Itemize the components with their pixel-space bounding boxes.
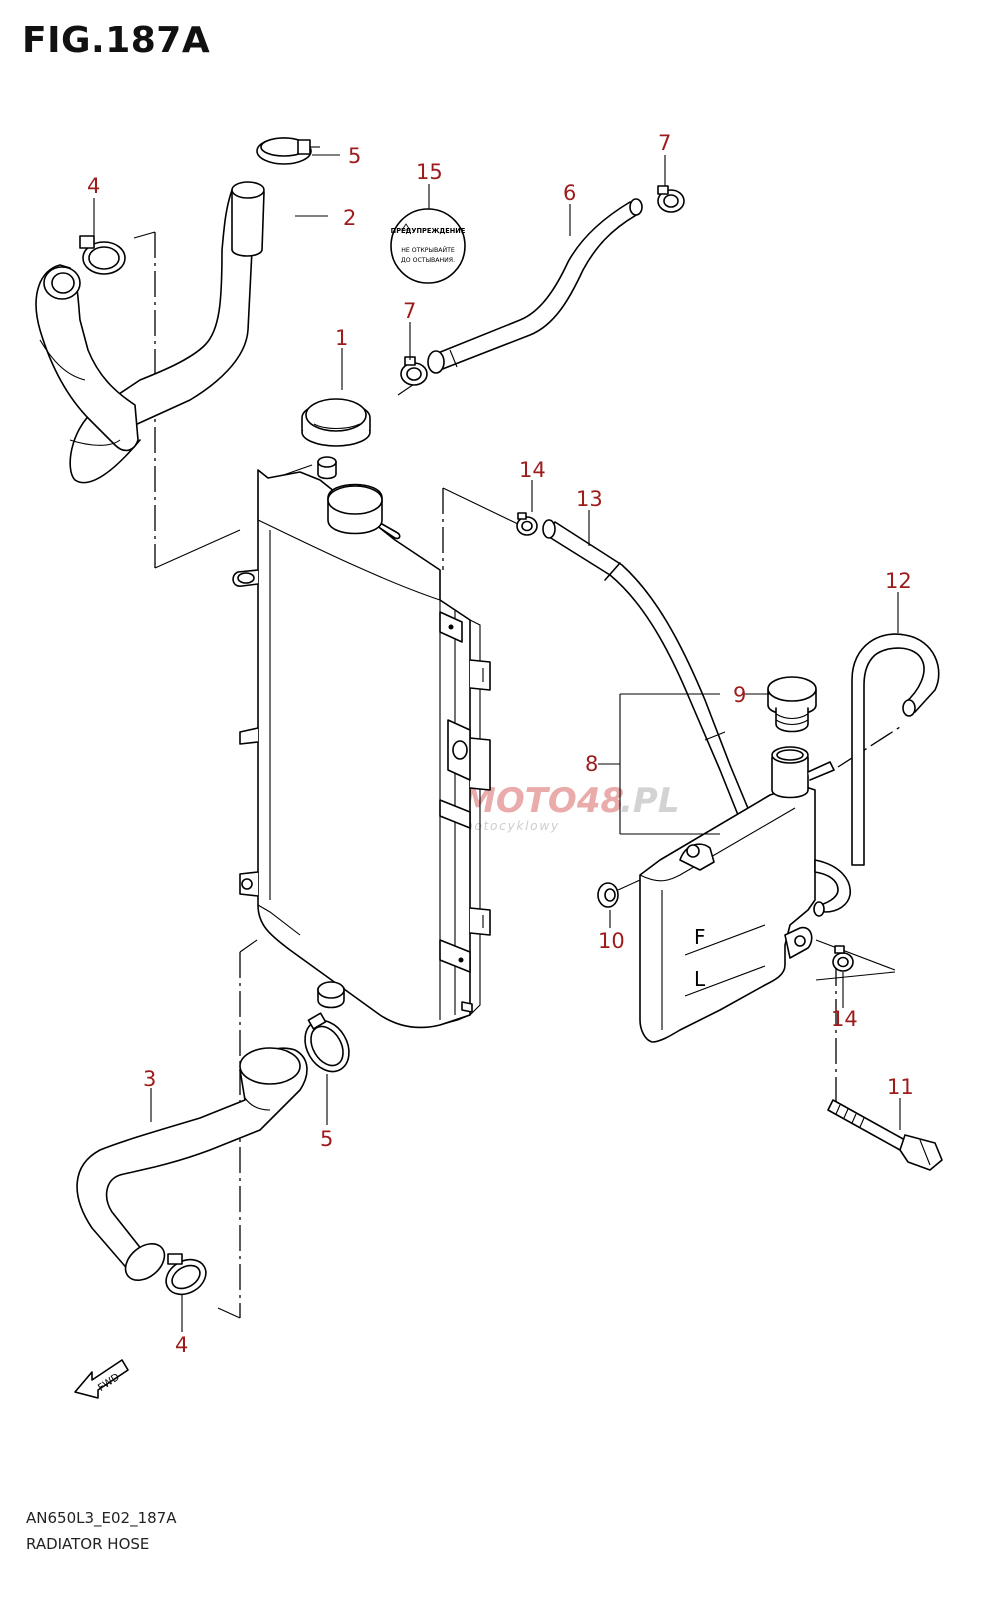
reservoir-cap bbox=[767, 676, 817, 733]
warning-triangle-icon bbox=[401, 223, 411, 231]
figure-title: FIG.187A bbox=[22, 20, 211, 61]
callout-10: 10 bbox=[598, 929, 625, 953]
callout-14-bottom: 14 bbox=[831, 1007, 858, 1031]
coolant-reservoir-tank: F L bbox=[639, 746, 851, 1043]
caution-line-1: ПРЕДУПРЕЖДЕНИЕ bbox=[391, 227, 466, 235]
hose-clamp-upper-left bbox=[79, 235, 126, 275]
callout-3: 3 bbox=[143, 1067, 156, 1091]
callout-15: 15 bbox=[416, 160, 443, 184]
radiator-cap bbox=[301, 398, 371, 447]
callout-8: 8 bbox=[585, 752, 598, 776]
mounting-bolt bbox=[827, 1099, 943, 1171]
rubber-grommet bbox=[597, 879, 641, 908]
hose-clip-14-bottom bbox=[832, 945, 854, 972]
callout-2: 2 bbox=[343, 206, 356, 230]
callout-5-top: 5 bbox=[348, 144, 361, 168]
callout-7-top: 7 bbox=[658, 131, 671, 155]
callout-12: 12 bbox=[885, 569, 912, 593]
caution-line-3: ДО ОСТЫВАНИЯ. bbox=[401, 257, 455, 264]
forward-direction-arrow: FWD bbox=[74, 1359, 129, 1399]
hose-clamp-bottom bbox=[165, 1253, 207, 1296]
callout-7-bottom: 7 bbox=[403, 299, 416, 323]
callout-numbers: 1 2 3 4 4 5 5 6 7 7 8 9 10 11 12 13 14 1… bbox=[87, 131, 914, 1357]
upper-radiator-hose bbox=[69, 181, 265, 484]
hose-clamp-lower bbox=[304, 1012, 350, 1073]
reservoir-breather-hose bbox=[851, 633, 940, 866]
callout-6: 6 bbox=[563, 181, 576, 205]
hose-clip-lower bbox=[400, 356, 428, 386]
watermark-brand-part3: .PL bbox=[620, 781, 680, 821]
callout-9: 9 bbox=[733, 683, 746, 707]
figure-code: AN650L3_E02_187A bbox=[26, 1509, 177, 1527]
level-low-mark: L bbox=[694, 967, 706, 991]
figure-name: RADIATOR HOSE bbox=[26, 1535, 150, 1553]
radiator-core bbox=[232, 456, 491, 1029]
callout-13: 13 bbox=[576, 487, 603, 511]
callout-1: 1 bbox=[335, 326, 348, 350]
upper-hose-left-section bbox=[35, 264, 139, 452]
reservoir-inlet-hose bbox=[542, 519, 753, 824]
hose-clip-14-top bbox=[516, 512, 538, 536]
lower-radiator-hose bbox=[76, 1047, 308, 1282]
callout-11: 11 bbox=[887, 1075, 914, 1099]
callout-4-bottom: 4 bbox=[175, 1333, 188, 1357]
callout-14-top: 14 bbox=[519, 458, 546, 482]
overflow-hose bbox=[427, 198, 643, 374]
hose-clamp-top bbox=[256, 137, 320, 165]
assembly-guide-lines bbox=[133, 231, 901, 1319]
caution-label-disc: ПРЕДУПРЕЖДЕНИЕ НЕ ОТКРЫВАЙТЕ ДО ОСТЫВАНИ… bbox=[390, 208, 466, 284]
hose-clip-upper bbox=[657, 185, 685, 213]
callout-leaders bbox=[93, 154, 901, 1332]
callout-4-top: 4 bbox=[87, 174, 100, 198]
level-full-mark: F bbox=[694, 925, 706, 949]
callout-5-bottom: 5 bbox=[320, 1127, 333, 1151]
caution-line-2: НЕ ОТКРЫВАЙТЕ bbox=[401, 245, 455, 254]
